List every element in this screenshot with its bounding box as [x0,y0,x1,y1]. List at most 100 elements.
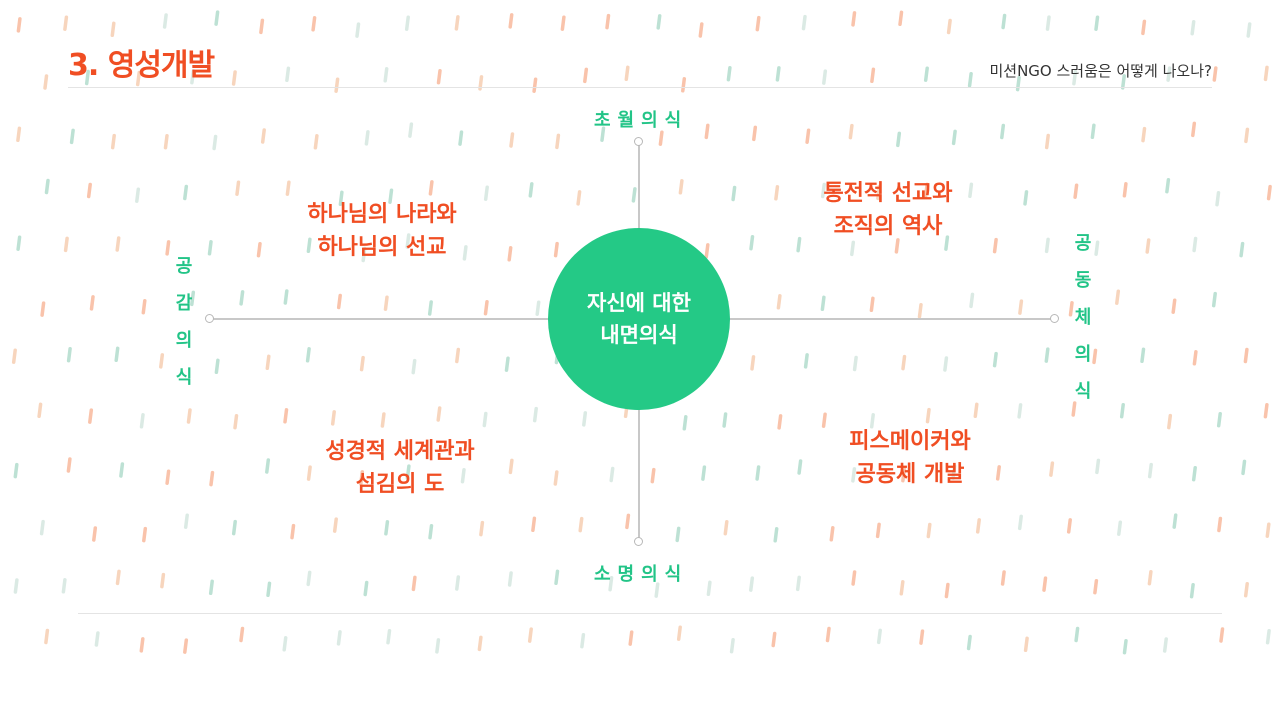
confetti-dash [306,570,312,587]
confetti-dash [870,67,876,84]
confetti-dash [427,300,433,316]
confetti-dash [822,69,828,85]
confetti-dash [235,180,241,196]
confetti-dash [207,240,213,256]
confetti-dash [110,133,116,150]
confetti-dash [925,407,931,424]
confetti-dash [183,184,189,201]
confetti-dash [1068,301,1074,317]
confetti-dash [894,238,900,254]
confetti-dash [752,125,758,142]
quadrant-top-right: 통전적 선교와 조직의 역사 [823,181,953,239]
confetti-dash [165,469,171,485]
confetti-dash [583,67,589,84]
confetti-dash [992,237,998,254]
confetti-dash [923,182,929,199]
confetti-dash [305,347,311,363]
confetti-dash [239,290,245,306]
page-subtitle: 미션NGO 스러움은 어떻게 나오나? [989,62,1212,80]
confetti-dash [214,10,220,26]
confetti-dash [1171,298,1177,314]
confetti-dash [656,14,662,30]
confetti-dash [1145,238,1151,254]
confetti-dash [803,353,809,369]
confetti-dash [411,358,417,375]
confetti-dash [1017,514,1023,531]
confetti-dash [69,128,75,145]
confetti-dash [1140,347,1146,364]
pole-label-left-char: 식 [175,367,193,388]
confetti-dash [455,347,461,364]
confetti-dash [1147,569,1153,586]
confetti-dash [13,462,19,479]
axis-node-top [634,137,643,146]
confetti-dash [1120,74,1126,90]
confetti-dash [364,130,370,146]
confetti-dash [553,241,559,258]
confetti-dash [89,295,95,311]
confetti-dash [44,178,50,195]
confetti-dash [729,637,735,654]
pole-label-right-char: 공 [1074,233,1092,254]
confetti-dash [1072,69,1078,86]
confetti-dash [86,182,92,199]
confetti-dash [992,351,998,368]
confetti-dash [283,289,289,305]
confetti-dash [797,459,803,475]
confetti-dash [141,298,147,315]
confetti-dash [624,65,630,82]
confetti-dash [380,412,386,428]
confetti-dash [704,123,710,140]
confetti-dash [706,580,712,597]
confetti-dash [1092,348,1098,365]
pole-label-left: 공 감 의 식 [172,248,196,396]
confetti-dash [16,235,22,251]
confetti-dash [967,71,973,88]
confetti-dash [37,402,43,419]
confetti-dash [436,68,442,85]
confetti-dash [1000,570,1006,586]
confetti-dash [1265,628,1271,645]
confetti-dash [361,246,367,263]
confetti-dash [676,625,682,641]
confetti-dash [119,462,125,478]
confetti-dash [1241,459,1247,476]
confetti-dash [265,458,271,474]
confetti-dash [1191,121,1197,138]
confetti-dash [330,410,336,426]
quadrant-bottom-right: 피스메이커와 공동체 개발 [849,429,971,487]
confetti-dash [477,635,483,652]
confetti-dash [142,526,148,543]
confetti-dash [919,629,925,645]
confetti-dash [851,11,857,27]
confetti-dash [875,522,881,539]
confetti-dash [139,637,145,653]
confetti-dash [1023,190,1029,206]
confetti-dash [183,513,189,529]
pole-label-bottom: 소명의식 [594,564,689,585]
confetti-dash [773,527,779,543]
confetti-dash [359,355,365,372]
confetti-dash [776,294,782,310]
confetti-dash [190,68,196,85]
confetti-dash [483,185,489,201]
confetti-dash [609,466,615,483]
confetti-dash [94,631,100,647]
confetti-dash [973,402,979,419]
confetti-dash [821,412,827,428]
confetti-dash [436,406,442,422]
confetti-dash [306,237,312,254]
footer-divider [78,613,1222,614]
pole-label-left-char: 감 [175,293,193,314]
confetti-dash [1093,578,1099,595]
confetti-dash [1265,522,1271,538]
confetti-dash [1191,465,1197,482]
confetti-dash [1023,636,1029,653]
confetti-dash [1141,19,1147,36]
confetti-dash [944,582,950,599]
confetti-dash [578,516,584,533]
confetti-dash [749,234,755,251]
confetti-dash [1216,411,1222,428]
confetti-dash [820,295,826,312]
